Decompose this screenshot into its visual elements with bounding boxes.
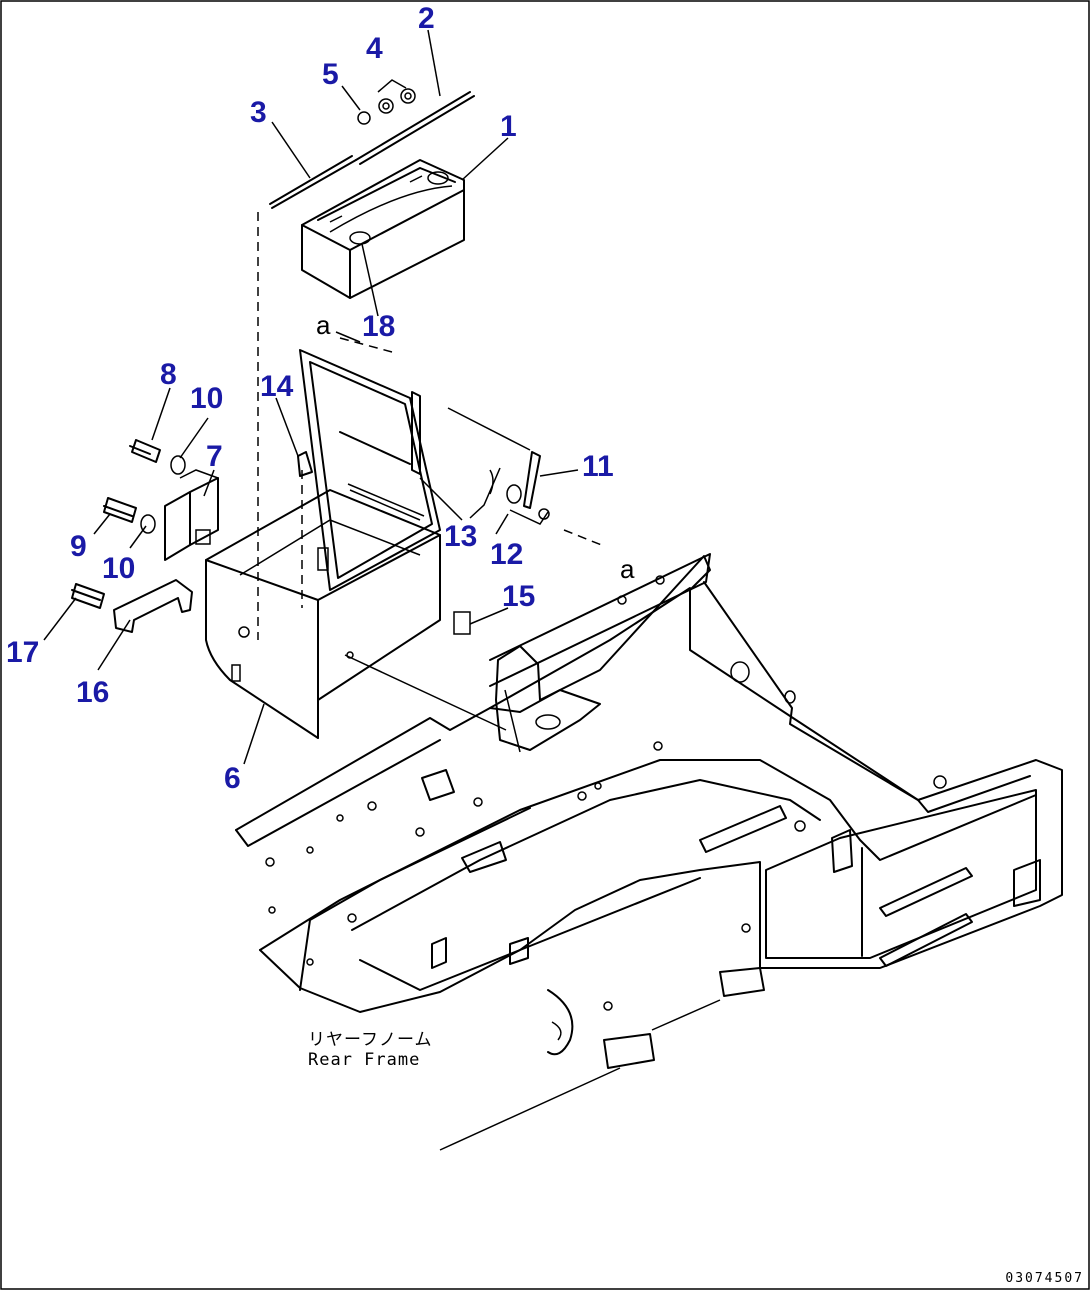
rear-frame-label-jp: リヤーフノーム [308,1030,433,1050]
callout-9: 9 [70,530,87,563]
callout-15: 15 [502,580,536,613]
callout-5: 5 [322,58,339,91]
leader-lines [257,212,605,731]
callout-7: 7 [206,440,223,473]
callout-12: 12 [490,538,524,571]
ref-mark-a-top: a [316,310,331,340]
strap [71,579,193,633]
callout-3: 3 [250,96,267,129]
callout-11: 11 [582,450,614,483]
callout-8: 8 [160,358,177,391]
callout-17: 17 [6,636,40,669]
callout-10-upper: 10 [190,382,224,415]
drawing-id: 03074507 [1005,1271,1084,1286]
callout-10-lower: 10 [102,552,136,585]
rear-frame-label-en: Rear Frame [308,1050,421,1071]
callout-14: 14 [260,370,294,403]
callout-13: 13 [444,520,478,553]
battery [301,159,465,299]
rear-frame-label: リヤーフノーム Rear Frame [308,1030,432,1071]
small-hardware [297,331,550,635]
battery-box [205,349,441,739]
callout-leaders [43,29,579,765]
callout-2: 2 [418,2,435,35]
callout-18: 18 [362,310,396,343]
callout-16: 16 [76,676,110,709]
callout-4: 4 [366,32,383,65]
rear-frame [235,553,1063,1151]
callout-6: 6 [224,762,241,795]
callout-1: 1 [500,110,517,143]
ref-mark-a-frame: a [620,554,635,584]
hold-down-rods [269,79,475,209]
mounting-bracket [103,439,219,561]
